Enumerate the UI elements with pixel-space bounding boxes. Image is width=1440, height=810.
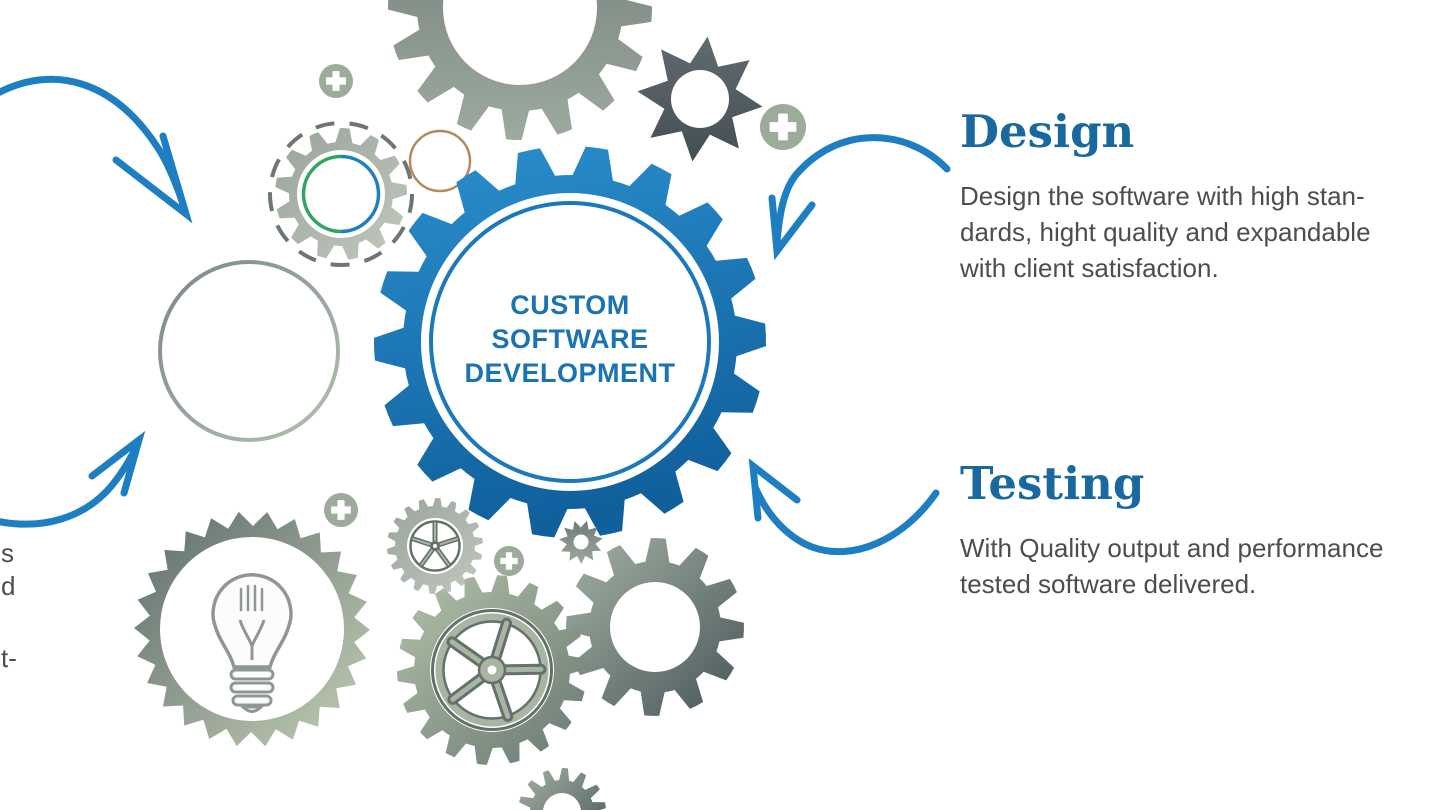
design-description-line: dards, hight quality and expandable <box>960 217 1371 247</box>
plus-icon <box>760 104 806 150</box>
lightbulb-icon <box>211 573 293 713</box>
clipped-text-line: t- <box>1 643 17 673</box>
testing-description-line: With Quality output and performance <box>960 533 1384 563</box>
design-section: Design Design the software with high sta… <box>960 104 1430 286</box>
gear-dashed-ring <box>268 121 414 267</box>
clipped-left-text: s d t- <box>0 0 30 810</box>
gear-bottom <box>519 768 606 810</box>
testing-description-line: tested software delivered. <box>960 569 1257 599</box>
gear-lightbulb <box>134 511 370 747</box>
design-description-line: with client satisfaction. <box>960 253 1219 283</box>
central-gear-text-line: SOFTWARE <box>491 324 649 354</box>
plus-icon <box>319 64 353 98</box>
large-outline-circle <box>158 260 340 442</box>
arrow-bottom-left <box>0 430 146 528</box>
central-gear-label: CUSTOM SOFTWARE DEVELOPMENT <box>410 288 730 390</box>
tan-circle <box>408 129 472 193</box>
gear-star-eight <box>637 36 763 162</box>
central-gear-text-line: DEVELOPMENT <box>464 358 676 388</box>
gear-top <box>388 0 652 140</box>
gear-small-star <box>559 520 603 564</box>
plus-icon <box>494 546 524 576</box>
gear-small-spoked <box>387 498 483 594</box>
design-description-line: Design the software with high stan- <box>960 181 1365 211</box>
design-description: Design the software with high stan- dard… <box>960 178 1430 286</box>
gear-wheel <box>397 575 587 765</box>
gear-right <box>566 538 744 716</box>
testing-section: Testing With Quality output and performa… <box>960 456 1430 602</box>
central-gear-text-line: CUSTOM <box>510 290 630 320</box>
testing-description: With Quality output and performance test… <box>960 530 1430 602</box>
arrow-top-left <box>0 75 193 224</box>
arrow-testing <box>748 458 940 556</box>
clipped-text-line: d <box>1 571 16 601</box>
arrow-design <box>768 134 951 261</box>
clipped-text-line: s <box>1 538 14 568</box>
gear-central-blue <box>374 146 766 538</box>
testing-heading: Testing <box>960 457 1145 510</box>
design-heading: Design <box>960 105 1135 158</box>
plus-icon <box>324 493 358 527</box>
